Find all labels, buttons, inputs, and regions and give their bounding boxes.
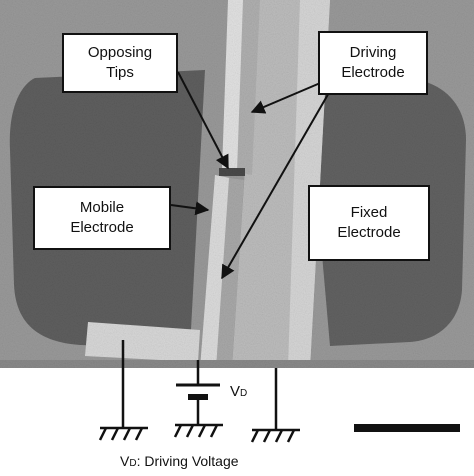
voltage-symbol: VD bbox=[230, 383, 247, 400]
circuit bbox=[98, 340, 300, 443]
legend: VD: Driving Voltage bbox=[120, 453, 239, 469]
voltage-symbol-main: V bbox=[230, 383, 241, 400]
voltage-symbol-sub: D bbox=[240, 388, 248, 399]
legend-symbol-sub: D bbox=[129, 458, 137, 469]
legend-text: : Driving Voltage bbox=[136, 453, 239, 469]
arrow-opposing-tips bbox=[177, 71, 229, 170]
label-mobile-electrode: Mobile Electrode bbox=[33, 186, 171, 250]
label-driving-electrode: Driving Electrode bbox=[318, 31, 428, 95]
tip-gap bbox=[219, 168, 245, 176]
contact-pad bbox=[85, 322, 200, 362]
mobile-electrode-shape bbox=[200, 175, 230, 368]
label-fixed-electrode: Fixed Electrode bbox=[308, 185, 430, 261]
legend-symbol-main: V bbox=[120, 453, 130, 469]
arrow-driving-lower bbox=[221, 83, 335, 280]
label-opposing-tips: Opposing Tips bbox=[62, 33, 178, 93]
scale-bar bbox=[354, 424, 460, 432]
arrow-mobile bbox=[170, 201, 210, 216]
